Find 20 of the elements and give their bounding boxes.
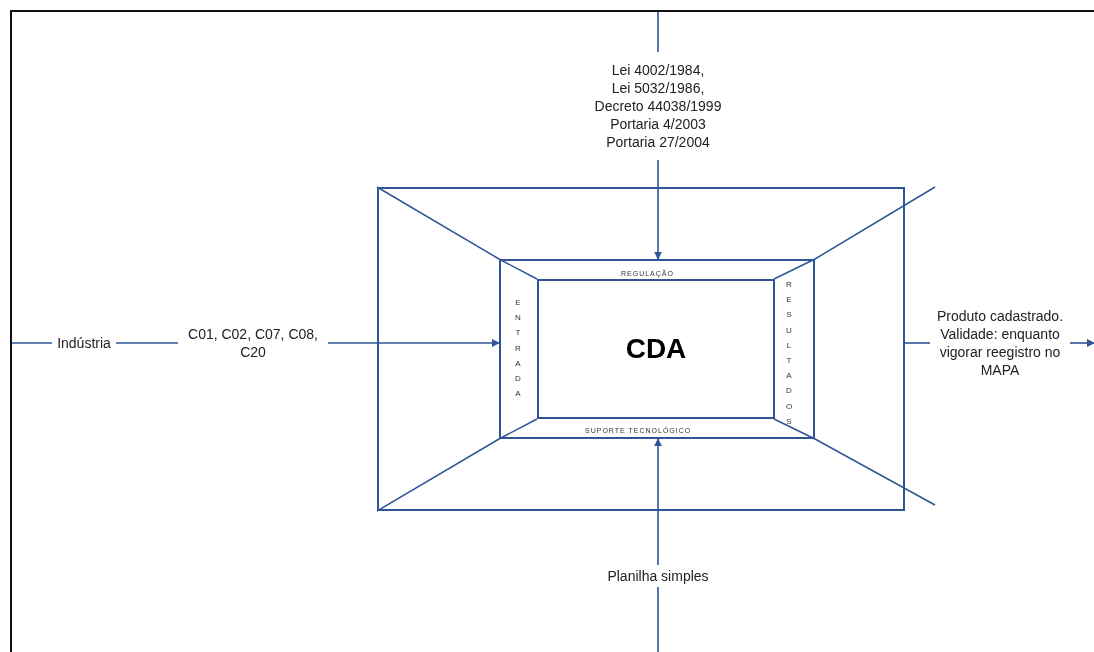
text-label: Lei 4002/1984, Lei 5032/1986, Decreto 44038/1999 Portaria 4/2003 Portaria 27/2004 <box>568 52 748 160</box>
text-label: Produto cadastrado. Validade: enquanto vigorar reegistro no MAPA <box>930 288 1070 398</box>
arrow <box>1069 339 1094 347</box>
text-label: Indústria <box>52 333 116 353</box>
arrow <box>654 159 662 260</box>
frame-box <box>377 187 905 511</box>
band-label: ENTRADA <box>514 297 522 401</box>
connector-line <box>115 342 179 344</box>
connector-line <box>657 586 659 652</box>
connector-line <box>11 342 53 344</box>
title-text: CDA <box>625 331 687 366</box>
text-label: C01, C02, C07, C08, C20 <box>178 324 328 362</box>
connector-line <box>657 11 659 53</box>
arrow <box>654 438 662 566</box>
arrow <box>327 339 500 347</box>
process-box <box>537 279 775 419</box>
connector-line <box>904 342 931 344</box>
frame-box <box>499 259 815 439</box>
text-label: Planilha simples <box>588 565 728 587</box>
band-label: RESULTADOS <box>785 279 793 428</box>
